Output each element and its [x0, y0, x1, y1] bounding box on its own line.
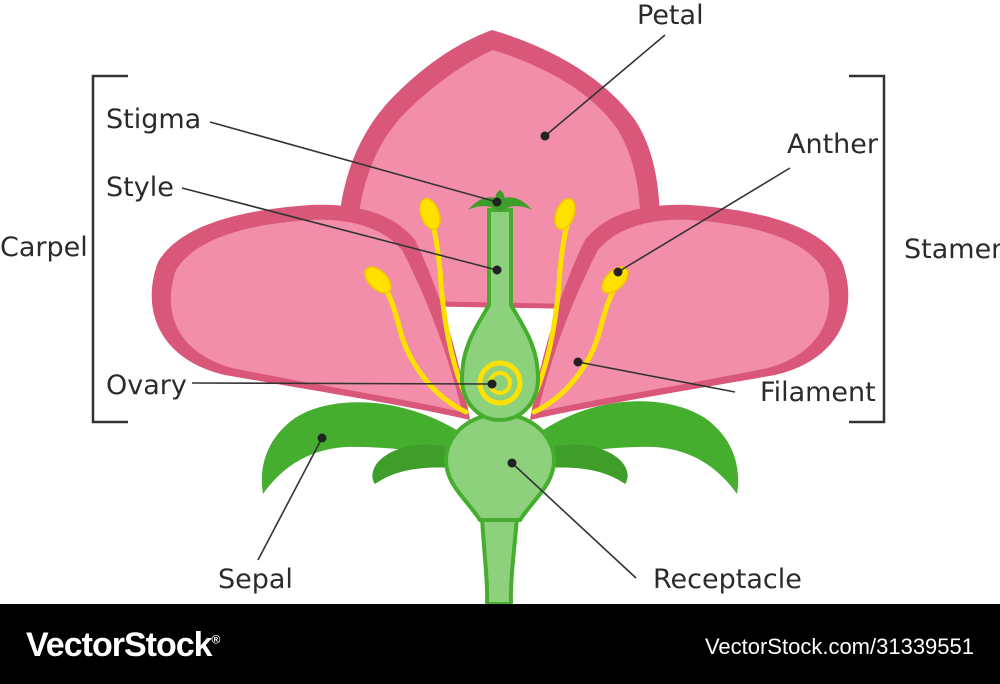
pistil: [459, 208, 541, 423]
leader-dots: [317, 131, 623, 468]
stamen-bracket: [849, 74, 886, 424]
dot-filament: [573, 357, 583, 367]
sepal-right-small: [545, 444, 628, 484]
footer-bar: VectorStock® VectorStock.com/31339551: [0, 604, 1000, 684]
label-filament: Filament: [760, 377, 876, 408]
dot-petal: [540, 131, 550, 141]
dot-style: [492, 265, 502, 275]
dot-anther: [613, 267, 623, 277]
filament-right-outer: [531, 279, 621, 415]
anther-left-outer: [364, 266, 392, 294]
receptacle: [443, 411, 557, 522]
leader-lines: [181, 34, 791, 579]
leader-ovary: [191, 382, 493, 385]
dot-ovary: [487, 379, 497, 389]
sepal-right: [540, 401, 739, 494]
leader-petal: [544, 34, 666, 137]
label-stamen: Stamen: [904, 234, 1000, 265]
ovary-ring-outer: [477, 360, 523, 406]
label-anther: Anther: [787, 129, 878, 160]
label-ovary: Ovary: [106, 370, 187, 401]
carpel-bracket: [91, 74, 128, 424]
anther-left-inner: [419, 197, 441, 231]
brand-logo: VectorStock®: [26, 626, 221, 665]
label-sepal: Sepal: [218, 564, 293, 595]
petal-back-inner: [355, 50, 641, 305]
label-style: Style: [106, 172, 174, 203]
label-petal: Petal: [637, 0, 704, 31]
label-carpel: Carpel: [0, 232, 88, 263]
filament-left-outer: [379, 279, 469, 415]
petal-left-inner: [170, 219, 462, 412]
label-stigma: Stigma: [106, 104, 202, 135]
sepal-left: [261, 402, 460, 494]
anther-right-inner: [554, 197, 576, 231]
dot-stigma: [492, 197, 502, 207]
label-receptacle: Receptacle: [653, 564, 802, 595]
petal-right-inner: [538, 219, 830, 412]
leader-filament: [577, 361, 736, 393]
leader-style: [181, 187, 498, 271]
leader-sepal: [257, 437, 323, 561]
stock-url: VectorStock.com/31339551: [704, 634, 974, 659]
leader-stigma: [209, 121, 498, 203]
leader-anther: [617, 167, 791, 273]
filaments: [379, 219, 621, 415]
filament-right-inner: [527, 219, 571, 408]
registered-mark: ®: [211, 632, 221, 647]
flower-diagram: [91, 30, 886, 604]
sepal-left-small: [372, 444, 455, 484]
brand-name: VectorStock: [26, 626, 213, 664]
leader-receptacle: [511, 462, 637, 579]
filament-left-inner: [429, 219, 473, 408]
dot-receptacle: [507, 458, 517, 468]
dot-sepal: [317, 433, 327, 443]
